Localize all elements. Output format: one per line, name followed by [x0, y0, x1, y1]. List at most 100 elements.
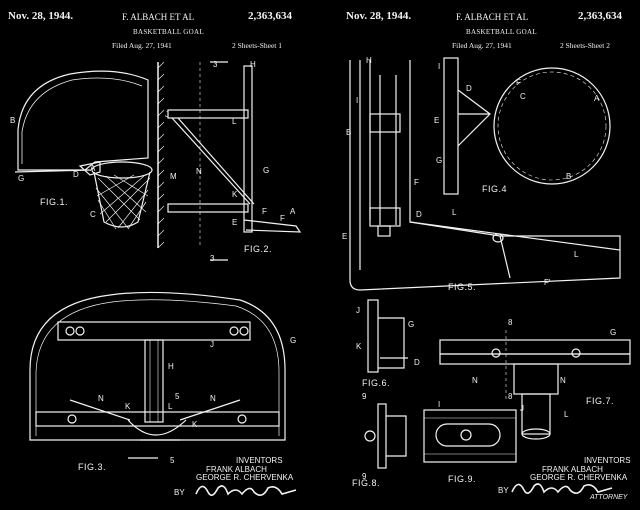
label-g2-s2: G	[408, 320, 415, 329]
label-9-bottom: 9	[362, 472, 367, 481]
sheet2-sheet-info: 2 Sheets-Sheet 2	[560, 41, 610, 50]
label-fprime-s2: F'	[544, 278, 551, 287]
label-h: H	[250, 60, 256, 69]
label-8-bottom: 8	[508, 392, 513, 401]
label-f-s2: F	[516, 78, 521, 87]
sheet1-inventors-heading: INVENTORS	[236, 456, 283, 465]
label-a2: A	[290, 207, 296, 216]
label-l2-s2: L	[574, 250, 579, 259]
label-g3-s2: G	[610, 328, 617, 337]
patent-sheet-1: Nov. 28, 1944. F. ALBACH ET AL 2,363,634…	[8, 10, 302, 497]
sheet2-date: Nov. 28, 1944.	[346, 10, 412, 22]
sheet2-inventor-1: FRANK ALBACH	[542, 465, 603, 474]
label-8-top: 8	[508, 318, 513, 327]
label-3-top: 3	[213, 60, 218, 69]
fig8-caption: FIG.8.	[352, 478, 381, 488]
sheet2-patent-number: 2,363,634	[578, 10, 622, 22]
patent-sheet-2: Nov. 28, 1944. F. ALBACH ET AL 2,363,634…	[320, 0, 640, 510]
label-l: L	[232, 117, 237, 126]
sheet1-sheet-info: 2 Sheets-Sheet 1	[232, 41, 282, 50]
label-k2: K	[192, 420, 198, 429]
sheet2-inventors-heading: INVENTORS	[584, 456, 631, 465]
fig1-backboard	[17, 70, 149, 171]
label-f2: F	[280, 214, 285, 223]
sheet1-title: BASKETBALL GOAL	[133, 28, 204, 36]
sheet1-by: BY	[174, 488, 185, 497]
fig1-net	[93, 171, 151, 228]
fig7-caption: FIG.7.	[586, 396, 615, 406]
sheet2-attorney-label: ATTORNEY	[590, 494, 628, 501]
label-g3: G	[290, 336, 297, 345]
fig4-hoop	[493, 67, 611, 185]
label-n2-s2: N	[560, 376, 566, 385]
label-l3-s2: L	[564, 410, 569, 419]
label-j2: J	[210, 340, 214, 349]
label-i-s2: I	[356, 96, 359, 105]
fig1-hoop	[91, 161, 153, 179]
label-k-s2: K	[356, 342, 362, 351]
fig5-backboard	[349, 60, 621, 291]
label-i2-s2: I	[438, 62, 441, 71]
label-f: F	[262, 207, 267, 216]
sheet2-attorney-signature	[511, 483, 613, 494]
fig4-caption: FIG.4	[482, 184, 508, 194]
sheet1-patent-number: 2,363,634	[248, 10, 292, 22]
label-n2: N	[210, 394, 216, 403]
sheet1-filed-date: Filed Aug. 27, 1941	[112, 41, 172, 50]
sheet2-title: BASKETBALL GOAL	[466, 28, 537, 36]
label-c-s2: C	[520, 92, 526, 101]
sheet1-inventor-1: FRANK ALBACH	[206, 465, 267, 474]
label-g2: G	[263, 166, 270, 175]
fig3-backboard	[29, 291, 286, 441]
label-d-s2: D	[466, 84, 472, 93]
label-f2-s2: F	[414, 178, 419, 187]
label-e2-s2: E	[342, 232, 348, 241]
label-d: D	[73, 170, 79, 179]
fig6-caption: FIG.6.	[362, 378, 391, 388]
sheet1-date: Nov. 28, 1944.	[8, 10, 74, 22]
sheet2-by: BY	[498, 486, 509, 495]
label-h-s2: H	[366, 56, 372, 65]
sheet1-attorney-signature	[195, 485, 297, 496]
label-a: A	[90, 164, 96, 173]
label-b2-s2: B	[566, 172, 572, 181]
label-5-top: 5	[175, 392, 180, 401]
sheet2-filed-date: Filed Aug. 27, 1941	[452, 41, 512, 50]
sheet2-inventors-header: F. ALBACH ET AL	[456, 12, 529, 22]
fig3-caption: FIG.3.	[78, 462, 107, 472]
label-a-s2: A	[594, 94, 600, 103]
label-b: B	[10, 116, 16, 125]
label-n: N	[196, 167, 202, 176]
label-g-s2: G	[436, 156, 443, 165]
label-d2-s2: D	[416, 210, 422, 219]
label-j2-s2: J	[520, 404, 524, 413]
fig5-caption: FIG.5.	[448, 282, 477, 292]
sheet1-drawing	[14, 61, 302, 459]
label-j-s2: J	[356, 306, 360, 315]
label-k1: K	[125, 402, 131, 411]
label-j: J	[165, 110, 169, 119]
sheet1-inventors-header: F. ALBACH ET AL	[122, 12, 195, 22]
label-l-s2: L	[452, 208, 457, 217]
label-5-bottom: 5	[170, 456, 175, 465]
label-k: K	[232, 190, 238, 199]
label-n1: N	[98, 394, 104, 403]
fig2-caption: FIG.2.	[244, 244, 273, 254]
label-l2: L	[168, 402, 173, 411]
label-m: M	[170, 172, 177, 181]
label-h2: H	[168, 362, 174, 371]
sheet2-drawing	[349, 57, 631, 469]
sheet1-inventor-2: GEORGE R. CHERVENKA	[196, 473, 294, 482]
label-9-top: 9	[362, 392, 367, 401]
sheet2-inventor-2: GEORGE R. CHERVENKA	[530, 473, 628, 482]
fig9-caption: FIG.9.	[448, 474, 477, 484]
label-b-s2: B	[346, 128, 352, 137]
label-i3-s2: I	[438, 400, 441, 409]
fig1-caption: FIG.1.	[40, 197, 69, 207]
label-3-bottom: 3	[210, 254, 215, 263]
label-d3-s2: D	[414, 358, 420, 367]
label-e: E	[232, 218, 238, 227]
label-e-s2: E	[434, 116, 440, 125]
label-c: C	[90, 210, 96, 219]
label-n-s2: N	[472, 376, 478, 385]
